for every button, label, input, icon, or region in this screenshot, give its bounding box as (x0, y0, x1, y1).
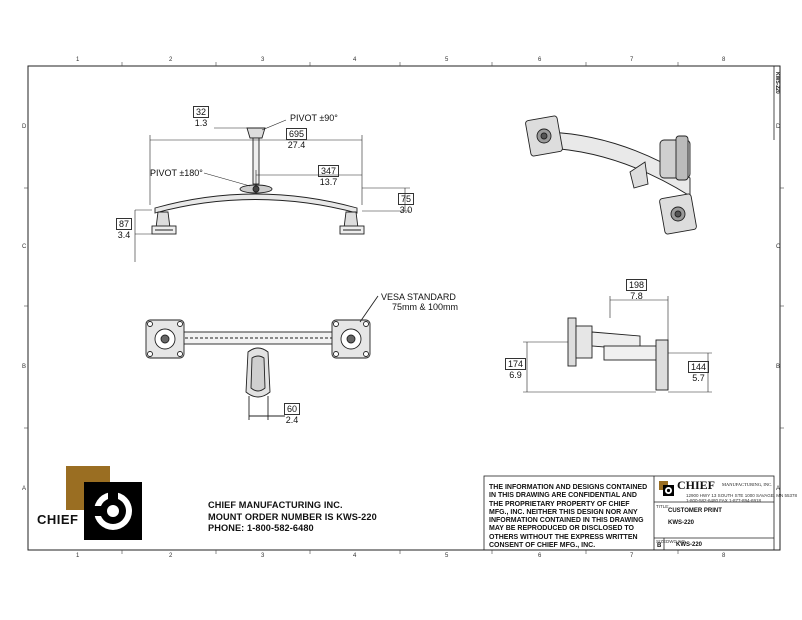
dim-174: 174 6.9 (505, 358, 527, 381)
dim-87-mm: 87 (116, 218, 133, 231)
zone-col-3: 3 (261, 57, 265, 63)
chief-logo-text: CHIEF (37, 512, 79, 527)
side-view (567, 317, 669, 391)
dim-198-mm: 198 (626, 279, 648, 292)
zone-col-4: 4 (353, 57, 357, 63)
zone-row-b: B (22, 364, 27, 370)
dim-87: 87 3.4 (116, 218, 133, 241)
zone-col-7-bottom: 7 (630, 553, 634, 559)
title-block-brand-sub: MANUFACTURING, INC. (722, 482, 773, 487)
dim-75-mm: 75 (398, 193, 415, 206)
dim-695: 695 27.4 (286, 128, 308, 151)
dim-60-in: 2.4 (285, 415, 299, 426)
zone-col-6-bottom: 6 (538, 553, 542, 559)
zone-row-a: A (22, 486, 27, 492)
dim-32: 32 1.3 (193, 106, 210, 129)
title-block-logo-mark (659, 481, 674, 496)
zone-ticks (24, 62, 784, 554)
dim-32-in: 1.3 (194, 118, 208, 129)
vesa-label-line1: VESA STANDARD (381, 292, 456, 302)
dim-198-in: 7.8 (630, 291, 643, 302)
zone-col-1-bottom: 1 (76, 553, 80, 559)
dim-695-mm: 695 (286, 128, 308, 141)
dim-144-mm: 144 (688, 361, 710, 374)
pivot-180-label: PIVOT ±180° (150, 168, 203, 178)
dim-347: 347 13.7 (318, 165, 340, 188)
title-block-phone: 1-800-582-6480 FAX 1-877-894-6918 (686, 498, 762, 503)
front-view-dimension-lines (134, 119, 410, 262)
size-label: SIZE (656, 539, 667, 544)
zone-row-c-right: C (776, 244, 781, 250)
dim-75-in: 3.0 (399, 205, 413, 216)
zone-col-6: 6 (538, 57, 542, 63)
company-name: CHIEF MANUFACTURING INC. (208, 500, 343, 510)
plan-view (145, 295, 379, 420)
title-label: TITLE: (656, 504, 670, 509)
dim-144: 144 5.7 (688, 361, 710, 384)
dim-60-mm: 60 (284, 403, 301, 416)
zone-row-c: C (22, 244, 27, 250)
zone-col-5: 5 (445, 57, 449, 63)
zone-row-a-right: A (776, 486, 781, 492)
zone-col-1: 1 (76, 57, 80, 63)
vertical-dwg-number: KWS-220 (774, 72, 780, 94)
zone-row-d-right: D (776, 124, 781, 130)
order-number: MOUNT ORDER NUMBER IS KWS-220 (208, 511, 377, 522)
drawing-border (27, 65, 781, 551)
size-value: B (657, 543, 662, 549)
dim-695-in: 27.4 (287, 140, 306, 151)
dim-174-mm: 174 (505, 358, 527, 371)
dim-347-in: 13.7 (319, 177, 338, 188)
title-block-address: 12900 HWY 13 SOUTH STE 1000 SAVAGE, MN 5… (686, 493, 798, 498)
zone-col-5-bottom: 5 (445, 553, 449, 559)
zone-row-b-right: B (776, 364, 781, 370)
title-line2: KWS-220 (668, 520, 695, 526)
dwg-label: DWG NO. (666, 539, 687, 544)
company-block: CHIEF MANUFACTURING INC. MOUNT ORDER NUM… (208, 500, 377, 535)
dim-87-in: 3.4 (117, 230, 131, 241)
title-line1: CUSTOMER PRINT (668, 508, 722, 514)
zone-col-4-bottom: 4 (353, 553, 357, 559)
zone-col-2: 2 (169, 57, 173, 63)
zone-col-8: 8 (722, 57, 726, 63)
zone-col-8-bottom: 8 (722, 553, 726, 559)
zone-col-3-bottom: 3 (261, 553, 265, 559)
dwg-value: KWS-220 (676, 542, 703, 548)
side-view-dimension-lines (523, 296, 712, 393)
zone-col-7: 7 (630, 57, 634, 63)
vesa-label-line2: 75mm & 100mm (392, 302, 459, 312)
dim-174-in: 6.9 (509, 370, 522, 381)
dim-144-in: 5.7 (692, 373, 705, 384)
dim-198: 198 7.8 (626, 279, 648, 302)
phone-number: PHONE: 1-800-582-6480 (208, 523, 314, 533)
front-view (151, 127, 365, 235)
pivot-90-label: PIVOT ±90° (290, 113, 338, 123)
title-block-frame (483, 66, 775, 551)
zone-row-d: D (22, 124, 27, 130)
title-block-brand: CHIEF (677, 478, 716, 492)
isometric-view (525, 115, 697, 235)
dim-60: 60 2.4 (284, 403, 301, 426)
chief-logo-mark (66, 466, 142, 540)
zone-col-2-bottom: 2 (169, 553, 173, 559)
dim-347-mm: 347 (318, 165, 340, 178)
confidentiality-notice: THE INFORMATION AND DESIGNS CONTAINED IN… (489, 484, 648, 549)
dim-32-mm: 32 (193, 106, 210, 119)
dim-75: 75 3.0 (398, 193, 415, 216)
